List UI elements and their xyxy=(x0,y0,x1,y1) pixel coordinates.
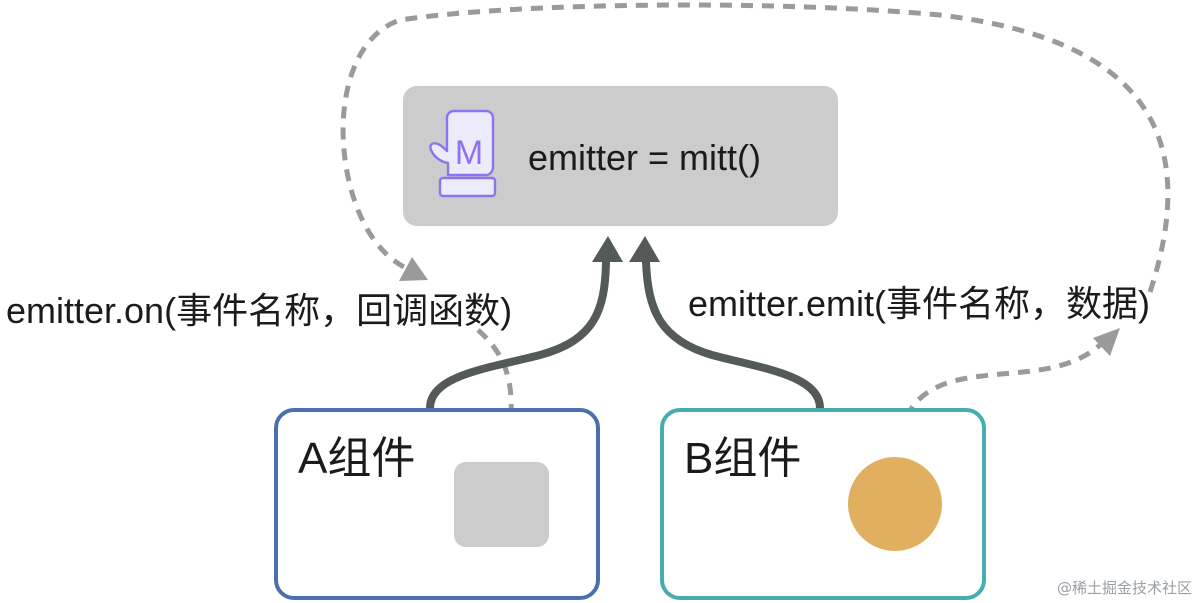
watermark-text: @稀土掘金技术社区 xyxy=(1057,579,1192,597)
solid-arrowhead-b xyxy=(629,236,660,262)
dashed-arrow-top-loop xyxy=(340,2,1171,293)
mitt-box xyxy=(403,86,838,226)
dashed-arrowhead-emit-data xyxy=(1093,328,1120,356)
mitt-logo-icon: M xyxy=(429,109,497,198)
component-b-box xyxy=(660,408,986,600)
component-a-box xyxy=(274,408,600,600)
solid-arrow-a-to-mitt xyxy=(426,258,610,412)
placeholder-square xyxy=(454,462,549,547)
mitt-code-text: emitter = mitt() xyxy=(528,137,761,178)
emitter-emit-label: emitter.emit(事件名称，数据) xyxy=(688,283,1150,324)
dashed-arrowhead-on-label xyxy=(399,257,428,281)
solid-arrowhead-a xyxy=(592,236,623,262)
component-a-label: A组件 xyxy=(298,434,415,483)
mitt-logo-letter: M xyxy=(455,134,483,172)
solid-arrow-b-to-mitt xyxy=(642,258,824,412)
component-b-label: B组件 xyxy=(684,434,801,483)
emitter-on-label: emitter.on(事件名称，回调函数) xyxy=(6,290,512,331)
data-circle xyxy=(848,457,942,551)
dashed-arrow-emit-data xyxy=(897,343,1102,459)
